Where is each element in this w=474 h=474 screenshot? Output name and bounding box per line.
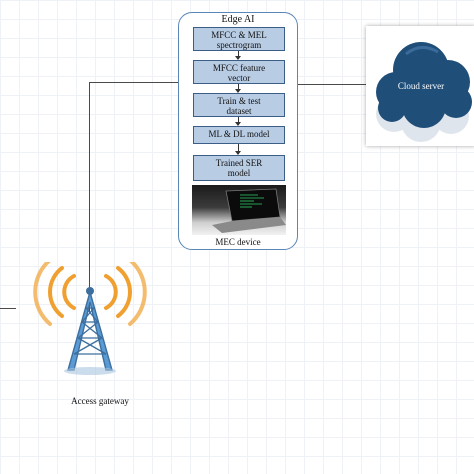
mec-title: Edge AI [221, 14, 255, 25]
wire-gateway-horizontal [89, 82, 178, 83]
mec-device-panel: Edge AI MFCC & MEL spectrogram MFCC feat… [178, 12, 298, 250]
flow-arrow [235, 84, 241, 93]
wire-cloud [298, 84, 366, 85]
step-mfcc-mel: MFCC & MEL spectrogram [193, 27, 285, 51]
cloud-icon [376, 42, 472, 142]
mec-device-label: MEC device [215, 237, 261, 247]
cloud-server-label: Cloud server [397, 81, 445, 91]
step-trained-ser: Trained SER model [193, 155, 285, 181]
step-feature-vector: MFCC feature vector [193, 60, 285, 84]
access-gateway-tower-icon [33, 262, 147, 375]
cloud-server-panel: Cloud server [366, 26, 474, 146]
step-line: MFCC & MEL [211, 30, 267, 40]
laptop-image [192, 185, 286, 235]
flow-arrow [235, 51, 241, 60]
wire-gateway-vertical [89, 82, 90, 312]
access-gateway-label: Access gateway [71, 396, 129, 406]
step-line: dataset [226, 106, 252, 116]
step-line: Trained SER [215, 158, 263, 168]
step-line: spectrogram [216, 40, 262, 50]
wire-left-stub [0, 308, 16, 309]
step-line: MFCC feature [212, 63, 266, 73]
flow-arrow [235, 117, 241, 126]
step-train-test: Train & test dataset [193, 93, 285, 117]
step-line: ML & DL model [208, 129, 270, 139]
step-line: Train & test [217, 96, 261, 106]
step-line: model [227, 168, 251, 178]
step-line: vector [227, 73, 251, 83]
flow-arrow [235, 144, 241, 155]
step-ml-dl-model: ML & DL model [193, 126, 285, 144]
